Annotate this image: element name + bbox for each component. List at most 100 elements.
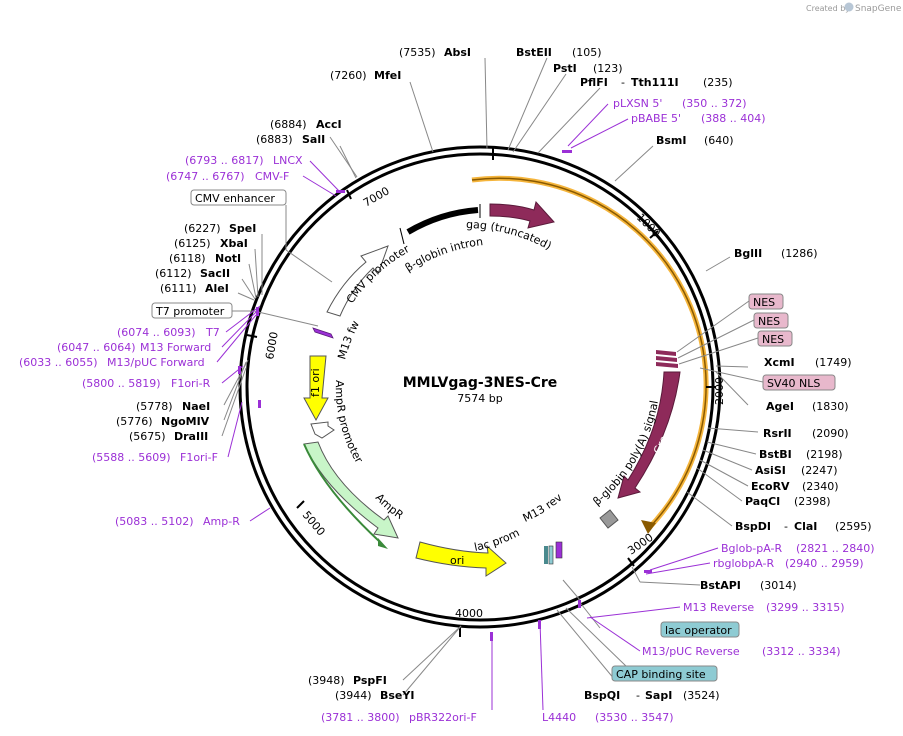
- enzyme-position: (5778): [136, 400, 173, 413]
- enzyme-name: SapI: [645, 689, 672, 702]
- nes-bar-1: [656, 350, 676, 356]
- primer-range: (6033 .. 6055): [19, 356, 98, 369]
- leader-line: [402, 625, 462, 681]
- tick-mark: [246, 334, 258, 338]
- nes-bar-3: [656, 362, 678, 368]
- enzyme-position: (6227): [184, 222, 221, 235]
- leader-line: [223, 361, 247, 421]
- enzyme-name: SalI: [302, 133, 325, 146]
- primer-name: M13 Reverse: [683, 601, 754, 614]
- watermark-prefix: Created by: [806, 4, 850, 13]
- enzyme-separator: -: [784, 520, 788, 533]
- enzyme-position: (6112): [155, 267, 192, 280]
- enzyme-name: BstBI: [759, 448, 792, 461]
- primer-marker: [256, 307, 259, 316]
- primer-name: T7: [205, 326, 220, 339]
- enzyme-name: ClaI: [794, 520, 817, 533]
- tick-label-6000: 6000: [263, 331, 281, 361]
- primer-leader-line: [567, 103, 609, 147]
- leader-line: [241, 278, 256, 300]
- enzyme-position: (7260): [330, 69, 367, 82]
- intron-tick: [399, 227, 405, 245]
- primer-range: (6047 .. 6064): [57, 341, 136, 354]
- t7-promoter-label: T7 promoter: [155, 305, 225, 318]
- features: Cre: [303, 200, 681, 577]
- enzyme-position: (3014): [760, 579, 797, 592]
- snapgene-watermark: Created by SnapGene: [806, 2, 902, 14]
- watermark-brand: SnapGene: [855, 4, 902, 14]
- primer-leader-line: [586, 606, 681, 619]
- svg-text:AmpR promoter: AmpR promoter: [333, 380, 366, 466]
- enzyme-position: (6111): [160, 282, 197, 295]
- cap-site-label: CAP binding site: [616, 668, 706, 681]
- leader-line: [484, 57, 488, 150]
- leader-line: [715, 371, 749, 406]
- leader-line: [402, 625, 462, 696]
- enzyme-name: NotI: [215, 252, 241, 265]
- leader-line: [702, 449, 753, 471]
- primer-marker: [644, 570, 652, 573]
- primer-marker: [490, 632, 493, 641]
- primer-name: M13/pUC Reverse: [642, 645, 740, 658]
- enzyme-position: (6118): [169, 252, 206, 265]
- plasmid-name: MMLVgag-3NES-Cre: [403, 375, 558, 391]
- primer-range: (6793 .. 6817): [185, 154, 264, 167]
- enzyme-name: BseYI: [380, 689, 414, 702]
- orf-arc-core: [471, 177, 707, 530]
- primer-name: M13/pUC Forward: [107, 356, 205, 369]
- orf-arc-arrowhead: [641, 520, 656, 534]
- primer-range: (3530 .. 3547): [595, 711, 674, 724]
- svg-text:M13 rev: M13 rev: [521, 491, 565, 525]
- primer-range: (6747 .. 6767): [166, 170, 245, 183]
- primer-name: LNCX: [273, 154, 303, 167]
- cre-arrow: [617, 371, 681, 499]
- enzyme-name: AccI: [316, 118, 342, 131]
- m13-rev-label: M13 rev: [521, 491, 565, 525]
- enzyme-name: PflFI: [580, 76, 608, 89]
- enzyme-name: AgeI: [766, 400, 794, 413]
- leader-line: [707, 427, 759, 433]
- tick-label-7000: 7000: [361, 184, 392, 209]
- enzyme-position: (6125): [174, 237, 211, 250]
- primer-name: M13 Forward: [140, 341, 211, 354]
- tick-mark: [296, 500, 305, 509]
- primer-leader-line: [645, 562, 711, 575]
- tick-mark: [627, 557, 635, 567]
- enzyme-name: RsrII: [763, 427, 792, 440]
- enzyme-name: MfeI: [374, 69, 401, 82]
- lac-operator-box-label: [660, 621, 740, 638]
- ampr-promoter-label: AmpR promoter: [333, 380, 366, 466]
- leader-line: [614, 145, 654, 182]
- amp-r-primer-bar: [303, 443, 381, 543]
- enzyme-position: (5776): [116, 415, 153, 428]
- amp-r-primer-arrowhead: [378, 538, 388, 549]
- f1-ori-label: f1 ori: [309, 368, 322, 397]
- primer-range: (3781 .. 3800): [321, 711, 400, 724]
- leader-line: [639, 581, 701, 586]
- primer-leader-line: [309, 160, 341, 193]
- primer-range: (350 .. 372): [682, 97, 747, 110]
- primer-leader-line: [225, 305, 261, 333]
- leader-line: [705, 256, 731, 272]
- tick-label-4000: 4000: [455, 607, 483, 620]
- primer-leader-line: [649, 547, 719, 571]
- enzyme-position: (3948): [308, 674, 345, 687]
- leader-line: [565, 607, 629, 669]
- leader-line: [512, 73, 567, 153]
- primer-range: (6074 .. 6093): [117, 326, 196, 339]
- backbone-outer-ring: [238, 145, 722, 629]
- enzyme-name: NaeI: [182, 400, 210, 413]
- leader-line: [507, 57, 548, 151]
- primer-name: L4440: [542, 711, 576, 724]
- boxed-labels: CMV enhancer T7 promoter NES NES NES SV4…: [151, 189, 836, 682]
- primer-marker: [538, 620, 541, 629]
- primer-leader-line: [249, 507, 271, 522]
- svg-text:lac promoter: lac promoter: [0, 0, 522, 554]
- enzyme-separator: -: [621, 76, 625, 89]
- ori-label: ori: [450, 554, 464, 567]
- primer-range: (2821 .. 2840): [796, 542, 875, 555]
- leader-line: [221, 367, 247, 437]
- leader-line: [409, 81, 434, 153]
- enzyme-name: PspFI: [353, 674, 387, 687]
